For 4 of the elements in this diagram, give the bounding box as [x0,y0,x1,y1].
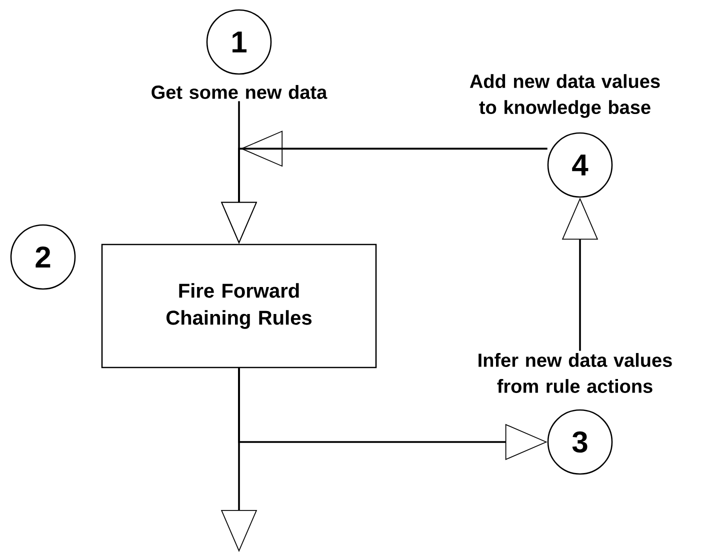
step-label: Get some new data [152,85,328,99]
step-label: Add new data values to knowledge base [470,74,660,118]
step-label: Infer new data values from rule actions [478,353,672,393]
process-box: Fire Forward Chaining Rules [101,244,377,368]
